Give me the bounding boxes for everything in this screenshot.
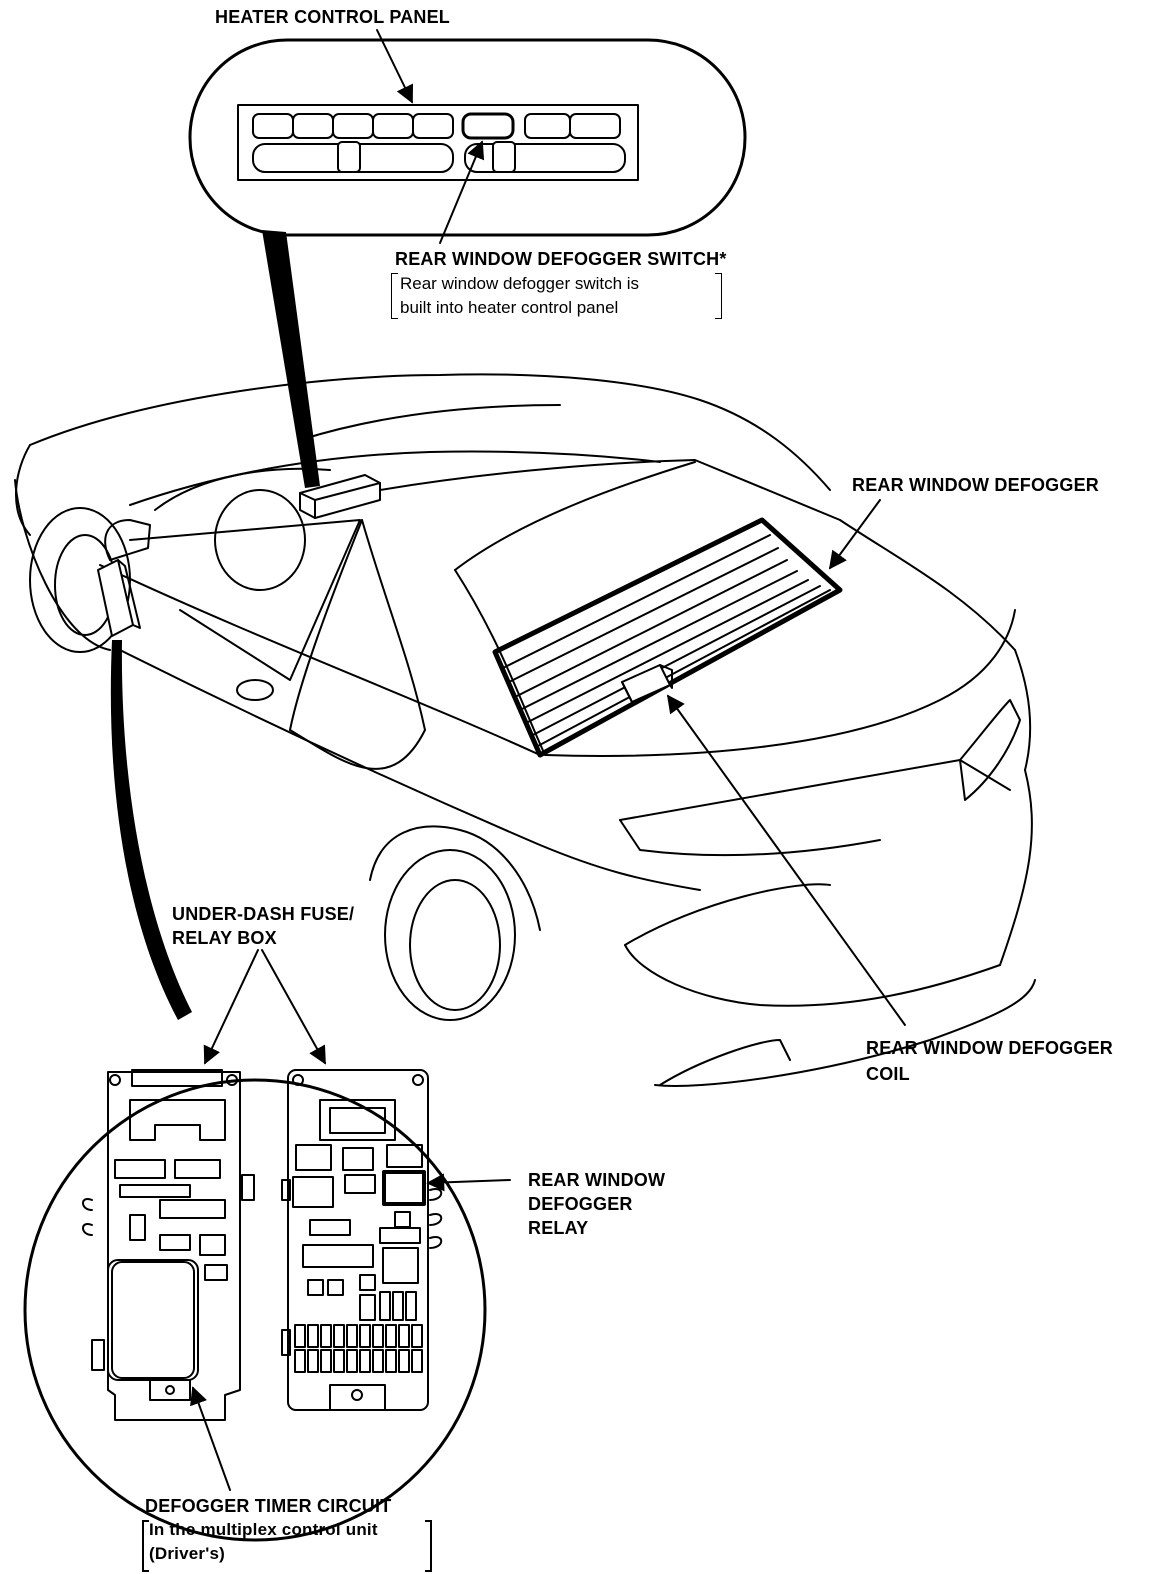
- timer-label-line-3: (Driver's): [149, 1544, 225, 1563]
- heater-panel-body: [237, 104, 639, 181]
- panel-slider-right: [464, 143, 626, 173]
- relay-label-line-1: REAR WINDOW: [528, 1170, 666, 1190]
- fuse-row-1: [294, 1324, 423, 1348]
- switch-note-line-2: built into heater control panel: [400, 298, 619, 317]
- relay-label-line-2: DEFOGGER: [528, 1194, 633, 1214]
- rear-defogger-grid: [492, 517, 843, 758]
- fusebox-leader-band: [110, 640, 192, 1020]
- right-fuse-box: [281, 1069, 443, 1411]
- front-wheel: [29, 507, 131, 653]
- side-fusebox-module: [97, 559, 141, 637]
- relay-label-line-3: RELAY: [528, 1218, 589, 1238]
- coil-label-line-2: COIL: [866, 1064, 910, 1084]
- timer-label-line-1: DEFOGGER TIMER CIRCUIT: [145, 1496, 392, 1516]
- fuse-box-label-line-1: UNDER-DASH FUSE/: [172, 904, 355, 924]
- fuse-box-label-line-2: RELAY BOX: [172, 928, 277, 948]
- timer-label-line-2: In the multiplex control unit: [149, 1520, 378, 1539]
- switch-note-bracket-right: [715, 273, 722, 319]
- timer-bracket-left: [142, 1520, 149, 1572]
- timer-bracket-right: [425, 1520, 432, 1572]
- defogger-coil-box: [621, 664, 673, 703]
- switch-note-bracket-left: [391, 273, 398, 319]
- heater-panel-label: HEATER CONTROL PANEL: [215, 7, 451, 27]
- slider-knob-right: [492, 141, 516, 173]
- fusebox-detail-circle: [23, 949, 511, 1542]
- fuse-row-2: [294, 1349, 423, 1373]
- left-fuse-box: [82, 1069, 255, 1421]
- slider-knob-left: [337, 141, 361, 173]
- defogger-switch-button: [461, 112, 515, 140]
- rear-wheel: [384, 849, 516, 1021]
- rear-defogger-label: REAR WINDOW DEFOGGER: [852, 475, 1099, 495]
- heater-panel-oval: [188, 38, 747, 237]
- panel-leader-band: [262, 230, 320, 488]
- defogger-relay: [382, 1170, 426, 1206]
- switch-title-label: REAR WINDOW DEFOGGER SWITCH*: [395, 249, 727, 269]
- panel-buttons: [252, 112, 621, 140]
- coil-label-line-1: REAR WINDOW DEFOGGER: [866, 1038, 1113, 1058]
- car-outline: [14, 373, 1036, 1087]
- heater-panel-callout: [188, 29, 747, 244]
- dash-switch-module: [299, 474, 381, 519]
- switch-note-line-1: Rear window defogger switch is: [400, 274, 640, 293]
